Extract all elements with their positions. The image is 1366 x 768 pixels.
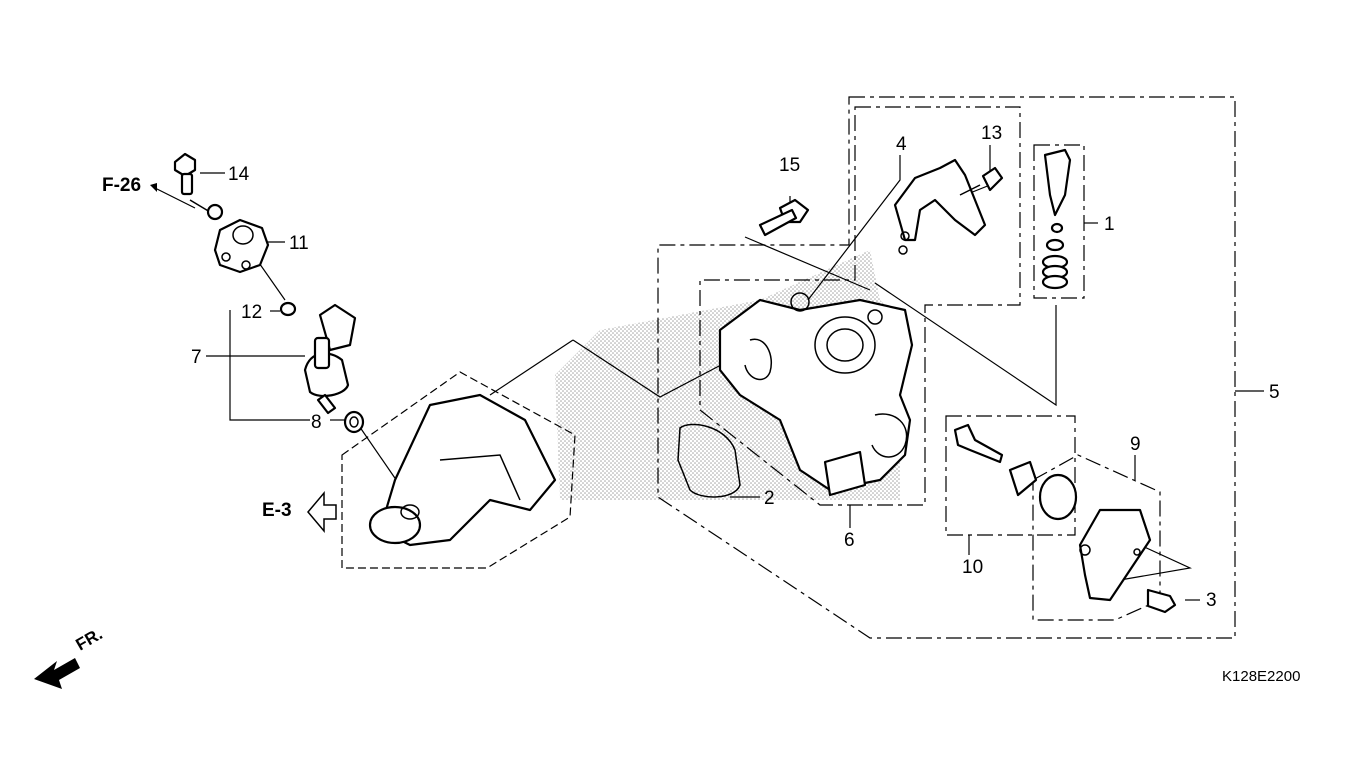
bracket-4	[893, 158, 987, 255]
o-ring-12	[279, 301, 297, 317]
callout-5: 5	[1269, 382, 1280, 403]
screw-set-10	[953, 423, 1078, 521]
callout-2: 2	[764, 488, 775, 509]
sensor-9	[1078, 508, 1152, 602]
packing-2	[677, 423, 741, 498]
throttle-body	[718, 292, 914, 497]
e3-arrow-icon	[307, 490, 337, 534]
callout-4: 4	[896, 134, 907, 155]
leader-lines	[200, 145, 1264, 601]
callout-8: 8	[311, 412, 322, 433]
f26-arrow-icon	[150, 183, 196, 209]
callout-13: 13	[981, 123, 1002, 144]
callout-7: 7	[191, 347, 202, 368]
injector-joint	[368, 393, 557, 547]
front-arrow-icon	[34, 658, 80, 689]
screw-13	[959, 166, 1004, 196]
callout-11: 11	[289, 233, 309, 254]
callout-6: 6	[844, 530, 855, 551]
joint-holder-11	[213, 218, 270, 274]
callout-15: 15	[779, 155, 800, 176]
direction-label: FR.	[73, 624, 106, 654]
callout-1: 1	[1104, 214, 1115, 235]
callout-12: 12	[241, 302, 262, 323]
diagram-code: K128E2200	[1222, 668, 1300, 685]
callout-14: 14	[228, 164, 250, 185]
bolt-15	[758, 198, 810, 237]
ref-f26: F-26	[102, 175, 141, 196]
bolt-14	[173, 152, 224, 221]
callout-labels: 1 2 3 4 5 6 7 8 9 10 11 12 13 14 15 F-26…	[73, 123, 1301, 685]
ref-e3: E-3	[262, 500, 292, 521]
o-ring-8	[343, 410, 365, 434]
screw-3	[1146, 588, 1177, 614]
callout-9: 9	[1130, 434, 1141, 455]
screw-set-1	[1041, 148, 1072, 290]
fuel-injector	[303, 303, 357, 415]
callout-10: 10	[962, 557, 983, 578]
callout-3: 3	[1206, 590, 1217, 611]
